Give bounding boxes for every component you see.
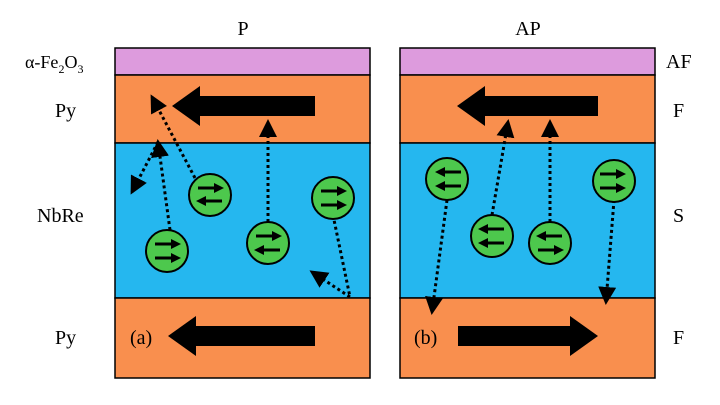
panel-label-a: (a) — [130, 327, 152, 349]
trajectory-right-4 — [598, 199, 617, 305]
electron-right-4 — [592, 159, 636, 203]
label-fe2o3: α-Fe2O3 — [25, 52, 83, 76]
magnetization-arrow-upper-left — [172, 86, 315, 126]
electron-left-4 — [311, 176, 355, 220]
panel-title-p: P — [237, 18, 248, 40]
panel-p: P (a) — [114, 18, 371, 379]
label-af: AF — [666, 51, 692, 73]
label-f-lower: F — [673, 327, 684, 349]
electron-right-1 — [425, 157, 469, 201]
trajectory-right-2 — [490, 119, 515, 216]
trajectories-left — [130, 94, 352, 299]
trajectories-right — [425, 119, 617, 315]
electron-left-2 — [145, 229, 189, 273]
magnetization-arrow-lower-left — [168, 316, 315, 356]
magnetization-arrow-upper-right — [457, 86, 598, 126]
af-layer-left — [114, 47, 371, 76]
electron-left-1 — [188, 173, 232, 217]
trajectory-left-6 — [309, 270, 351, 299]
label-s: S — [673, 205, 684, 227]
trajectory-left-1 — [151, 139, 172, 231]
electron-left-3 — [246, 221, 290, 265]
electron-right-3 — [528, 221, 572, 265]
magnetization-arrow-lower-right — [458, 316, 598, 356]
label-py-upper: Py — [55, 100, 76, 122]
electron-right-2 — [470, 214, 514, 258]
label-f-upper: F — [673, 100, 684, 122]
label-nbre: NbRe — [37, 205, 84, 227]
trajectory-left-5 — [331, 214, 352, 298]
panel-title-ap: AP — [515, 18, 541, 40]
trajectory-right-1 — [425, 199, 449, 315]
label-py-lower: Py — [55, 327, 76, 349]
panel-label-b: (b) — [414, 327, 437, 349]
af-layer-right — [399, 47, 656, 76]
s-layer-left — [114, 142, 371, 299]
panel-ap: AP (b) — [399, 18, 656, 379]
